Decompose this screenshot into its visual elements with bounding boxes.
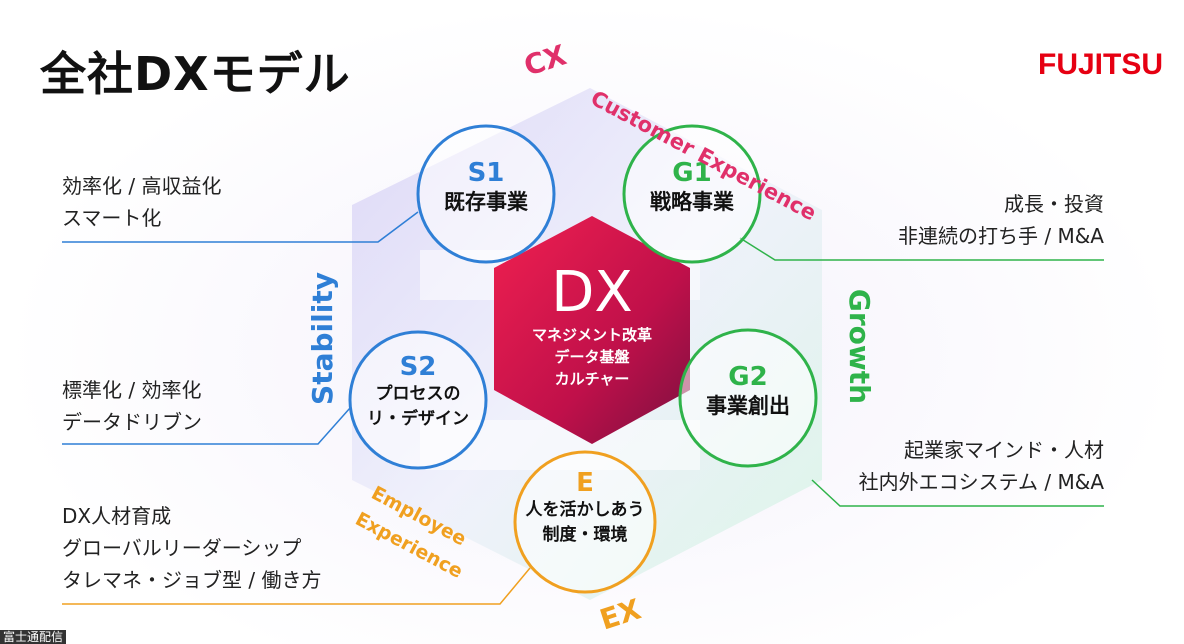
leader-line-g2 [811,479,1104,507]
page-title: 全社DXモデル [40,47,351,101]
circle-code: S2 [399,352,437,382]
circle-name: 事業創出 [706,394,790,418]
circle-code: G2 [728,362,768,392]
center-line: データ基盤 [554,348,630,366]
circle-name: 制度・環境 [542,525,628,545]
leader-line-g1 [739,237,1104,261]
circle-name: プロセスの [375,384,461,404]
note-line: データドリブン [62,410,202,434]
note-line: 非連続の打ち手 / M&A [898,224,1104,248]
note-g2: 起業家マインド・人材 社内外エコシステム / M&A [800,434,1104,498]
circle-label-g1: G1 戦略事業 [632,158,752,216]
leader-line-e [62,567,531,605]
circle-g2 [678,328,818,468]
circle-name: 人を活かしあう [525,500,645,520]
circle-name: 既存事業 [444,190,528,214]
note-e: DX人材育成 グローバルリーダーシップ タレマネ・ジョブ型 / 働き方 [62,500,321,596]
circle-e [513,450,657,594]
center-title: DX [551,260,633,325]
note-line: グローバルリーダーシップ [62,536,302,560]
leader-line-s2 [62,407,351,445]
decor-stripe [420,420,700,470]
circle-label-s2: S2 プロセスの リ・デザイン [358,352,478,432]
center-line: マネジメント改革 [531,326,652,344]
circle-label-s1: S1 既存事業 [426,158,546,216]
center-hexagon [494,216,690,444]
circle-code: S1 [467,158,505,188]
note-line: 起業家マインド・人材 [904,438,1104,462]
leader-line-s1 [62,211,419,243]
growth-label: Growth [843,288,877,405]
note-line: 成長・投資 [1004,192,1104,216]
circle-label-e: E 人を活かしあう 制度・環境 [520,468,650,548]
note-line: タレマネ・ジョブ型 / 働き方 [62,568,322,592]
fujitsu-logo: FUJITSU [1038,48,1164,81]
center-block: DX マネジメント改革 データ基盤 カルチャー [502,262,682,390]
note-s2: 標準化 / 効率化 データドリブン [62,374,202,438]
note-s1: 効率化 / 高収益化 スマート化 [62,170,221,234]
note-g1: 成長・投資 非連続の打ち手 / M&A [800,188,1104,252]
circle-code: G1 [672,158,712,188]
circle-s2 [348,330,488,470]
center-line: カルチャー [554,370,630,388]
note-line: スマート化 [62,206,162,230]
circle-s1 [416,124,556,264]
circle-g1 [622,124,762,264]
note-line: DX人材育成 [62,504,172,528]
note-line: 効率化 / 高収益化 [62,174,222,198]
broadcast-watermark: 富士通配信 [0,630,67,644]
circle-name: リ・デザイン [367,409,469,429]
stability-label: Stability [305,272,339,405]
circle-label-g2: G2 事業創出 [688,362,808,420]
note-line: 標準化 / 効率化 [62,378,202,402]
circle-code: E [576,468,594,498]
note-line: 社内外エコシステム / M&A [858,470,1104,494]
circle-name: 戦略事業 [650,190,734,214]
